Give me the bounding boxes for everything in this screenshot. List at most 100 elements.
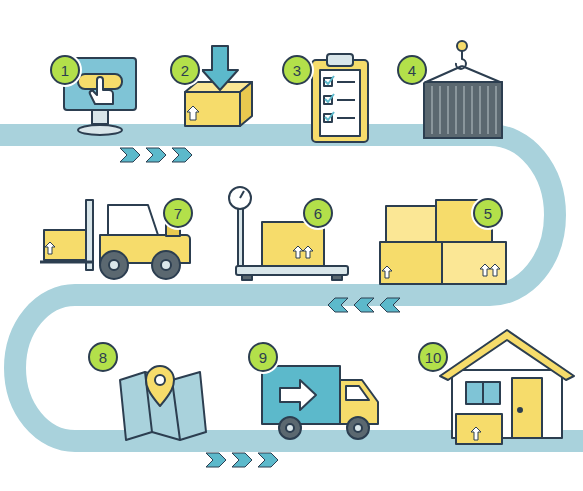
house-icon-part: [456, 414, 502, 444]
container-icon-part: [424, 82, 502, 138]
forklift-icon-part: [44, 230, 86, 260]
container-icon-part: [457, 41, 467, 51]
forklift-icon-part: [86, 200, 93, 270]
box-icon-part: [202, 46, 238, 90]
forklift-icon-part: [161, 260, 171, 270]
house-icon-part: [440, 330, 574, 380]
truck-icon-part: [354, 424, 362, 432]
callout-number: 4: [408, 63, 416, 78]
scale-icon: [229, 187, 348, 280]
container-icon-part-part: [439, 86, 441, 134]
house-icon-part: [466, 382, 500, 404]
chevrons-part: [120, 148, 140, 162]
forklift-icon-part: [108, 205, 158, 235]
step-number-circle: 9: [248, 342, 278, 372]
house-icon-part: [471, 427, 481, 440]
container-icon-part: [426, 66, 500, 82]
boxes-stack-icon-part: [442, 242, 506, 284]
box-icon-part: [185, 92, 240, 126]
clipboard-icon-part: [312, 60, 368, 142]
clipboard-icon-part: [320, 70, 360, 136]
container-icon-part-part: [463, 86, 465, 134]
callout-number: 2: [181, 63, 189, 78]
house-icon-part: [512, 378, 542, 438]
map-icon-part: [155, 375, 165, 385]
step-number-circle: 7: [163, 198, 193, 228]
scale-icon-part: [242, 275, 252, 280]
road-part: [0, 135, 583, 441]
box-icon-part: [187, 106, 199, 120]
callout-number: 1: [61, 63, 69, 78]
container-icon-part-part: [455, 86, 457, 134]
callout-number: 8: [99, 350, 107, 365]
step-number-circle: 10: [418, 342, 448, 372]
computer-icon-part: [90, 77, 113, 104]
container-icon-part: [432, 86, 496, 134]
scale-icon-part: [236, 266, 348, 275]
computer-icon-part: [78, 125, 122, 135]
chevrons-part-part: [380, 298, 400, 312]
map-icon-part: [120, 372, 206, 440]
container-icon-part-part: [487, 86, 489, 134]
truck-icon-part: [286, 424, 294, 432]
house-icon-part: [518, 408, 522, 412]
box-icon-part: [240, 82, 252, 126]
step-number-circle: 1: [50, 55, 80, 85]
chevrons-part: [206, 453, 226, 467]
forklift-icon-part: [45, 242, 55, 254]
clipboard-icon-part: [337, 82, 355, 118]
map-icon: [120, 366, 206, 440]
truck-icon: [262, 366, 378, 439]
forklift-icon-part: [100, 251, 128, 279]
truck-icon-part: [279, 417, 301, 439]
scale-icon-part: [229, 187, 251, 209]
map-icon-part: [146, 366, 174, 406]
truck-icon-part: [262, 366, 340, 424]
step-number-circle: 8: [88, 342, 118, 372]
chevrons-part: [328, 298, 400, 312]
computer-icon-part: [92, 110, 108, 124]
container-icon-part: [424, 82, 502, 138]
step-number-circle: 6: [303, 198, 333, 228]
scale-icon-part: [332, 275, 342, 280]
callout-number: 10: [425, 350, 442, 365]
chevrons-part-part: [328, 298, 348, 312]
boxes-stack-icon-part: [382, 264, 500, 278]
chevrons-part: [258, 453, 278, 467]
callout-number: 9: [259, 350, 267, 365]
clipboard-icon: [312, 54, 368, 142]
container-icon-part-part: [447, 86, 449, 134]
chevrons-part-part: [354, 298, 374, 312]
callout-number: 6: [314, 206, 322, 221]
step-number-circle: 2: [170, 55, 200, 85]
callout-number: 5: [484, 206, 492, 221]
container-icon-part-part: [471, 86, 473, 134]
chevrons-part: [232, 453, 252, 467]
boxes-stack-icon: [380, 200, 506, 284]
container-icon-part-part: [495, 86, 497, 134]
step-number-circle: 3: [282, 55, 312, 85]
scale-icon-part: [293, 246, 313, 258]
callout-number: 3: [293, 63, 301, 78]
step-number-circle: 5: [473, 198, 503, 228]
chevrons-part: [172, 148, 192, 162]
truck-icon-part: [346, 386, 369, 400]
truck-icon-part: [280, 380, 316, 410]
clipboard-icon-part: [325, 76, 334, 120]
clipboard-icon-part: [327, 54, 353, 66]
chevrons: [120, 148, 400, 467]
step-number-circle: 4: [397, 55, 427, 85]
boxes-stack-icon-part: [386, 206, 436, 242]
callout-number: 7: [174, 206, 182, 221]
scale-icon-part: [240, 191, 244, 198]
road: [0, 135, 583, 441]
container-icon-part-part: [479, 86, 481, 134]
container-icon: [424, 41, 502, 138]
truck-icon-part: [347, 417, 369, 439]
house-icon-part: [482, 382, 484, 404]
forklift-icon-part: [109, 260, 119, 270]
scale-icon-part: [262, 222, 324, 266]
forklift-icon-part: [152, 251, 180, 279]
house-icon: [440, 330, 574, 444]
